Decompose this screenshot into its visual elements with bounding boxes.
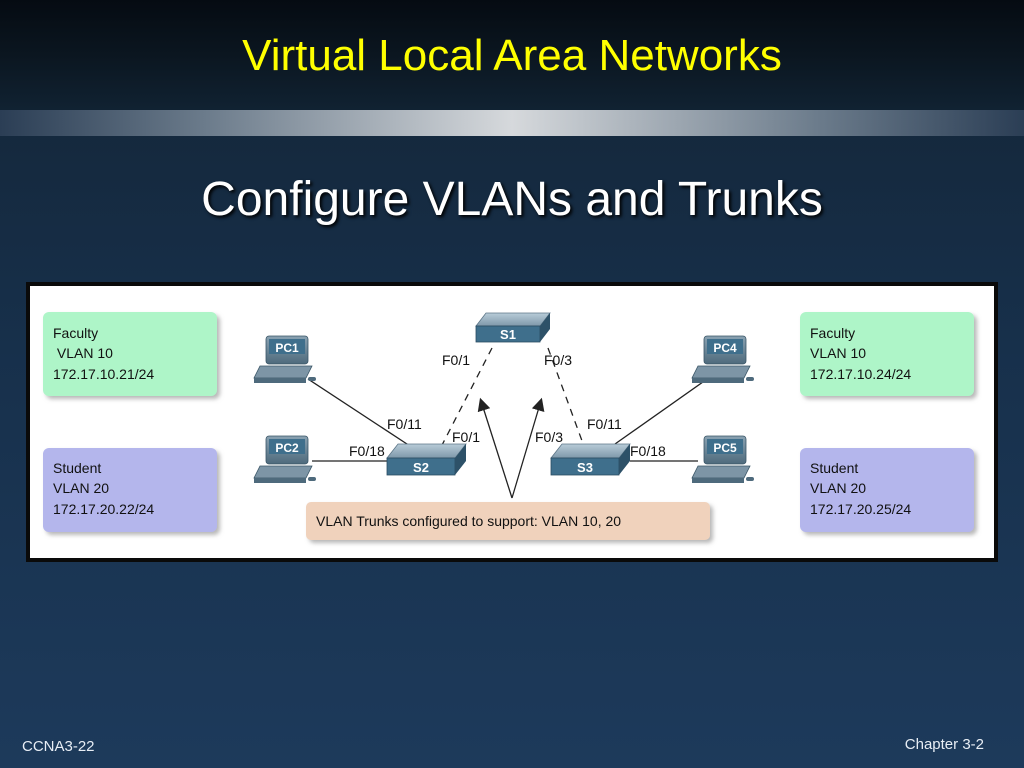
callout-text: VLAN Trunks configured to support: VLAN …	[316, 513, 621, 529]
port-label: F0/11	[587, 416, 622, 432]
info-text: Student	[53, 460, 101, 476]
port-label: F0/1	[442, 352, 470, 368]
switch-s1: S1	[475, 312, 551, 343]
port-label: F0/18	[349, 443, 385, 459]
info-box-faculty-right: Faculty VLAN 10 172.17.10.24/24	[800, 312, 974, 396]
switch-s3: S3	[550, 443, 631, 476]
info-text: 172.17.10.21/24	[53, 366, 154, 382]
diagram-panel: Faculty VLAN 10 172.17.10.21/24 Student …	[30, 286, 994, 558]
port-label: F0/3	[544, 352, 572, 368]
footer-course-code: CCNA3-22	[22, 738, 95, 755]
header-band	[0, 0, 1024, 110]
silver-divider-bar	[0, 110, 1024, 136]
device-label: PC2	[275, 441, 299, 455]
info-box-student-left: Student VLAN 20 172.17.20.22/24	[43, 448, 217, 532]
callout-arrow-s3	[511, 397, 545, 499]
port-label: F0/18	[630, 443, 666, 459]
info-text: VLAN 10	[53, 345, 113, 361]
port-labels: F0/1 F0/3 F0/11 F0/18 F0/1 F0/3 F0/11 F0…	[349, 352, 666, 459]
callout-arrow-s2	[477, 397, 513, 499]
info-box-faculty-left: Faculty VLAN 10 172.17.10.21/24	[43, 312, 217, 396]
network-diagram: Faculty VLAN 10 172.17.10.21/24 Student …	[43, 312, 974, 540]
footer-chapter: Chapter 3-2	[904, 736, 984, 753]
pc-pc1: PC1	[253, 335, 316, 383]
info-text: VLAN 20	[53, 480, 109, 496]
info-text: 172.17.10.24/24	[810, 366, 911, 382]
info-text: 172.17.20.25/24	[810, 501, 911, 517]
network-links	[307, 347, 711, 499]
device-label: S3	[577, 460, 593, 475]
device-label: PC1	[275, 341, 299, 355]
device-label: PC5	[713, 441, 737, 455]
port-label: F0/1	[452, 429, 480, 445]
link-pc1-s2	[307, 378, 411, 447]
device-label: S1	[500, 327, 516, 342]
info-text: Faculty	[53, 325, 98, 341]
slide-title: Configure VLANs and Trunks	[201, 173, 823, 226]
info-text: Student	[810, 460, 858, 476]
device-label: PC4	[713, 341, 737, 355]
info-text: 172.17.20.22/24	[53, 501, 154, 517]
info-box-student-right: Student VLAN 20 172.17.20.25/24	[800, 448, 974, 532]
device-label: S2	[413, 460, 429, 475]
switch-s2: S2	[386, 443, 467, 476]
info-text: VLAN 10	[810, 345, 866, 361]
port-label: F0/3	[535, 429, 563, 445]
trunk-s1-s3	[547, 347, 586, 450]
info-text: VLAN 20	[810, 480, 866, 496]
link-pc4-s3	[614, 376, 711, 445]
pc-pc5: PC5	[691, 435, 754, 483]
info-text: Faculty	[810, 325, 855, 341]
pc-pc4: PC4	[691, 335, 754, 383]
trunk-s1-s2	[439, 347, 493, 450]
port-label: F0/11	[387, 416, 422, 432]
header-title: Virtual Local Area Networks	[242, 31, 782, 80]
callout-trunks: VLAN Trunks configured to support: VLAN …	[306, 502, 710, 540]
pc-pc2: PC2	[253, 435, 316, 483]
